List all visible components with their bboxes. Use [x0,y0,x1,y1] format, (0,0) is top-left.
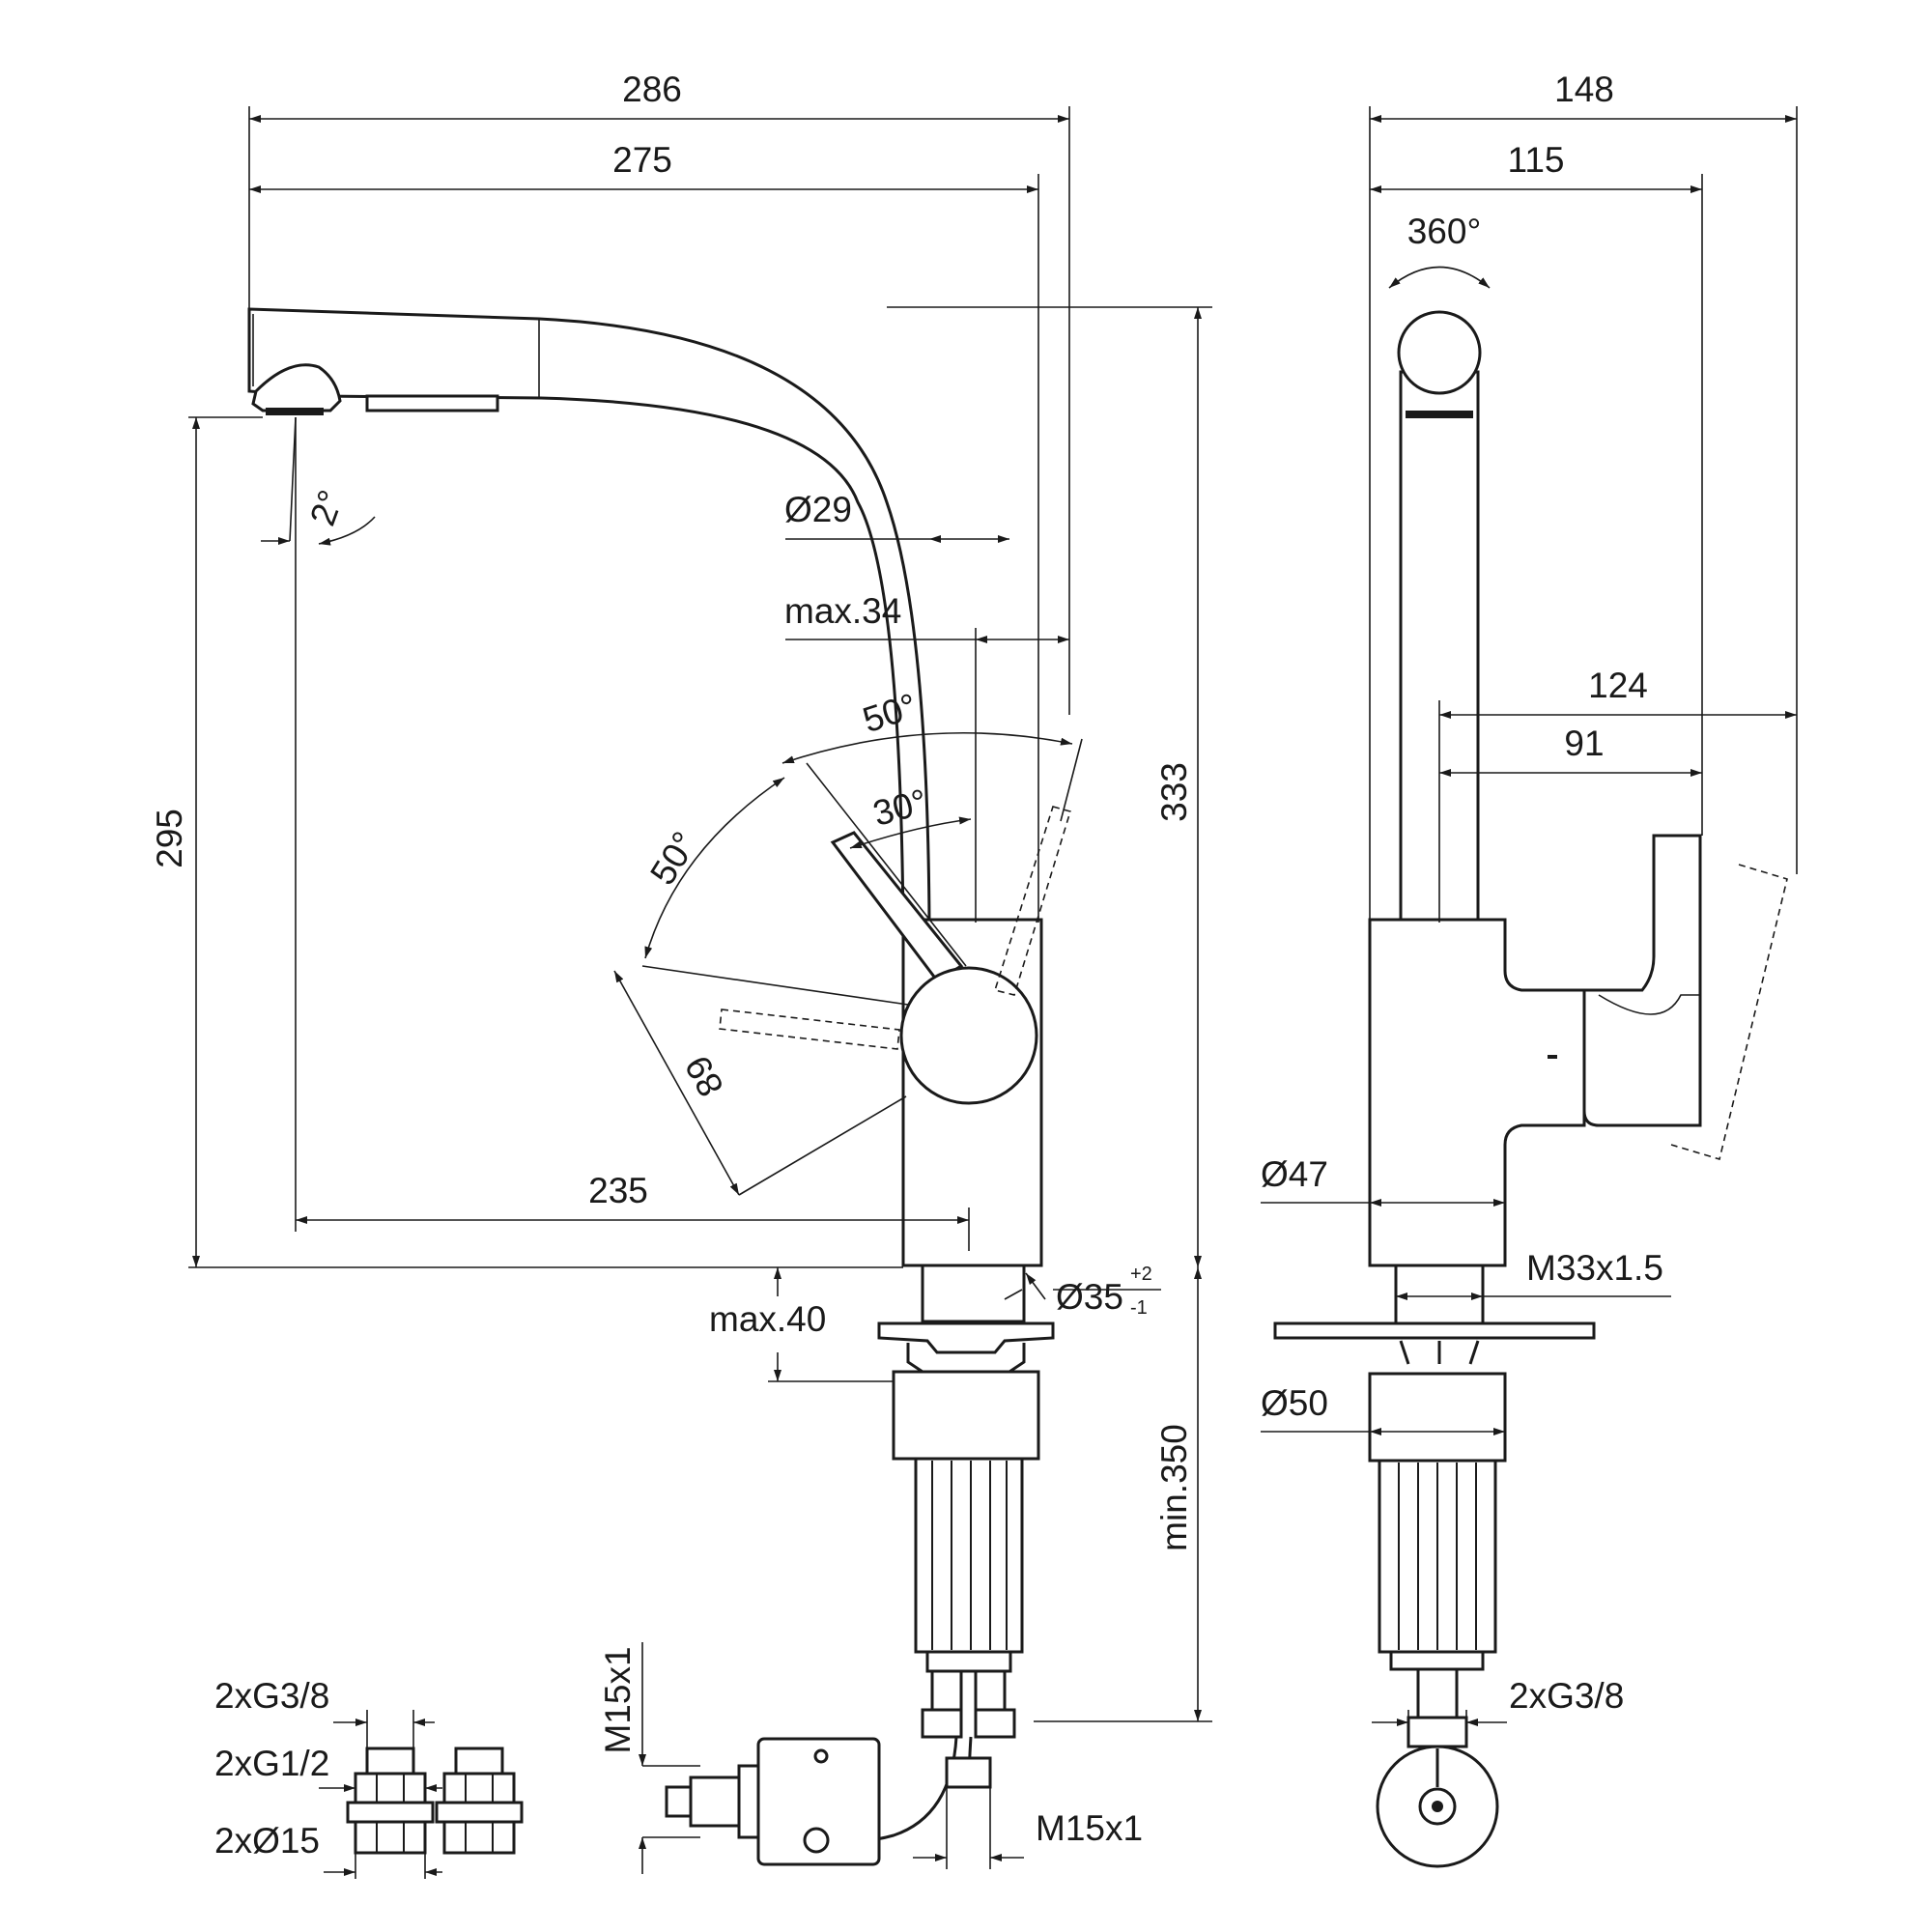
label-max34: max.34 [784,591,901,631]
label-124: 124 [1588,666,1648,705]
label-d35-tol-lower: -1 [1130,1297,1148,1319]
spray-button [365,394,499,412]
dim-max34: max.34 [784,591,1069,923]
label-333: 333 [1154,762,1194,822]
dim-286: 286 [249,70,1069,123]
label-295: 295 [150,809,189,868]
spray-head [251,363,499,415]
dim-2xg38-side: 2xG3/8 [1372,1676,1624,1747]
dim-min350: min.350 [1034,1267,1212,1722]
adapter-right [435,1747,524,1855]
dim-m33: M33x1.5 [1396,1248,1671,1300]
adapters: 2xG3/8 2xG1/2 2xØ15 [214,1676,524,1879]
side-body [1368,918,1586,1267]
label-2xg12-adapter: 2xG1/2 [214,1744,329,1783]
dim-d29: Ø29 [784,490,1009,543]
label-115: 115 [1508,140,1565,180]
label-91: 91 [1564,724,1604,763]
side-aerator [1406,411,1473,418]
label-89: 89 [677,1049,731,1103]
label-min350: min.350 [1154,1424,1194,1551]
dim-235: 235 [296,1171,970,1251]
dim-89: 89 [613,970,907,1196]
dim-d50: Ø50 [1261,1383,1505,1435]
dim-max40: max.40 [709,1267,894,1382]
dim-d35: Ø35 +2 -1 [1004,1264,1161,1319]
label-235: 235 [588,1171,648,1210]
side-dimensions: 148 115 360° 124 91 Ø47 [1261,70,1798,1747]
label-d47: Ø47 [1261,1154,1328,1194]
label-m33: M33x1.5 [1526,1248,1663,1288]
mounting-set [820,1264,1055,1844]
side-indicator [1548,1055,1557,1059]
side-lever-alt [1670,864,1788,1161]
aerator [266,408,324,415]
label-d29: Ø29 [784,490,852,529]
dim-124: 124 [1438,666,1797,923]
dim-115: 115 [1370,140,1702,193]
label-2xg38-adapter: 2xG3/8 [214,1676,329,1716]
dim-91: 91 [1439,724,1702,777]
label-275: 275 [612,140,672,180]
label-d35-tol-upper: +2 [1130,1264,1152,1285]
dim-m15-vertical: M15x1 [598,1642,700,1874]
dim-2deg: 2° [261,416,376,1232]
dim-275: 275 [249,140,1038,193]
dim-333: 333 [887,306,1212,1267]
dim-m15-horizontal: M15x1 [913,1787,1143,1869]
label-2deg: 2° [302,485,352,530]
dim-148: 148 [1370,70,1797,123]
dim-d47: Ø47 [1261,1154,1505,1207]
dim-360: 360° [1388,212,1491,289]
lever [830,831,1038,1105]
label-286: 286 [622,70,682,109]
label-2xd15-adapter: 2xØ15 [214,1821,320,1861]
spout [247,307,931,987]
label-max40: max.40 [709,1299,826,1339]
adapter-left [346,1747,435,1855]
label-2xg38-side: 2xG3/8 [1509,1676,1624,1716]
hose-connector [665,1737,881,1866]
label-d50: Ø50 [1261,1383,1328,1423]
dim-295: 295 [150,416,903,1268]
side-view [1273,310,1788,1868]
label-148: 148 [1554,70,1614,109]
label-m15-vertical: M15x1 [598,1646,638,1753]
label-360: 360° [1407,212,1482,251]
label-d35: Ø35 [1056,1277,1123,1317]
side-mounting [1273,1264,1596,1868]
side-lever [1582,834,1702,1127]
front-view [247,307,1072,1866]
label-m15-horizontal: M15x1 [1036,1808,1143,1848]
label-50-left: 50° [642,825,704,892]
shank-ribs [931,1461,1008,1650]
